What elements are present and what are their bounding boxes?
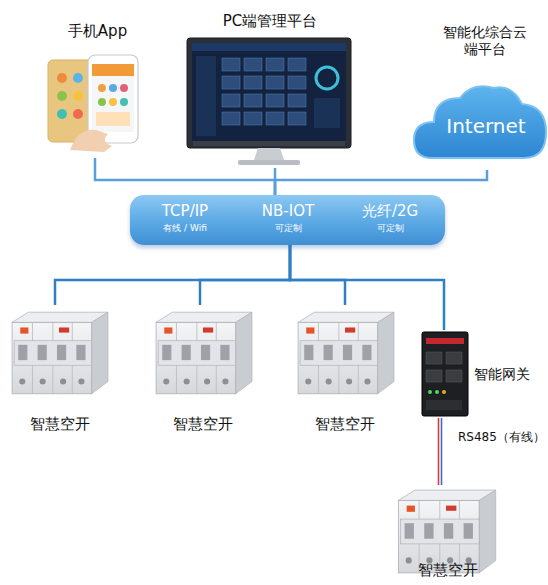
wire [438, 418, 440, 485]
edge-label: RS485（有线） [458, 429, 545, 446]
device-node: 手机App [40, 18, 155, 158]
connector [439, 418, 442, 485]
wire [55, 245, 290, 305]
node-text: 手机App [40, 22, 155, 40]
connector [275, 170, 487, 195]
node-text: 智慧空开 [5, 415, 115, 433]
device-node: PC端管理平台 [175, 6, 365, 168]
device-node: 智慧空开 [388, 485, 508, 585]
gateway-illustration [422, 332, 468, 416]
node-text: 有线 / Wifi [135, 223, 235, 234]
monitor-illustration [187, 38, 351, 165]
connector [290, 245, 345, 305]
node-text: NB-IOT [238, 202, 338, 220]
connector [200, 245, 290, 305]
node-text: 智能网关 [474, 366, 546, 383]
breaker-illustration [12, 312, 108, 394]
node-text: 智慧空开 [148, 415, 258, 433]
connector [290, 245, 444, 330]
node-text: PC端管理平台 [175, 12, 365, 30]
node-text: 智能化综合云端平台 [440, 24, 530, 58]
node-text: 可定制 [340, 223, 440, 234]
connector [55, 245, 290, 305]
cloud-illustration [414, 86, 546, 158]
device-node: 智慧空开 [290, 305, 400, 435]
wire [290, 245, 444, 330]
phone-illustration [48, 55, 138, 152]
node-text: 光纤/2G [340, 202, 440, 220]
device-node: 智能化综合云端平台 Internet [415, 18, 548, 170]
wire [200, 245, 290, 305]
node-text: 智慧空开 [388, 561, 508, 579]
node-text: TCP/IP [135, 202, 235, 220]
connector [95, 158, 275, 195]
breaker-illustration [156, 312, 252, 394]
breaker-illustration [398, 490, 495, 573]
device-node: 智慧空开 [5, 305, 115, 435]
device-node: 智能网关 [418, 330, 548, 418]
network-band: TCP/IP有线 / WifiNB-IOT可定制光纤/2G可定制 [130, 195, 445, 245]
wire [290, 245, 345, 305]
wire [95, 158, 275, 195]
node-text: 可定制 [238, 223, 338, 234]
device-node: 智慧空开 [148, 305, 258, 435]
breaker-illustration [298, 312, 394, 394]
wire [441, 418, 443, 485]
wire [275, 170, 487, 195]
node-text: Internet [425, 114, 547, 138]
node-text: 智慧空开 [290, 415, 400, 433]
